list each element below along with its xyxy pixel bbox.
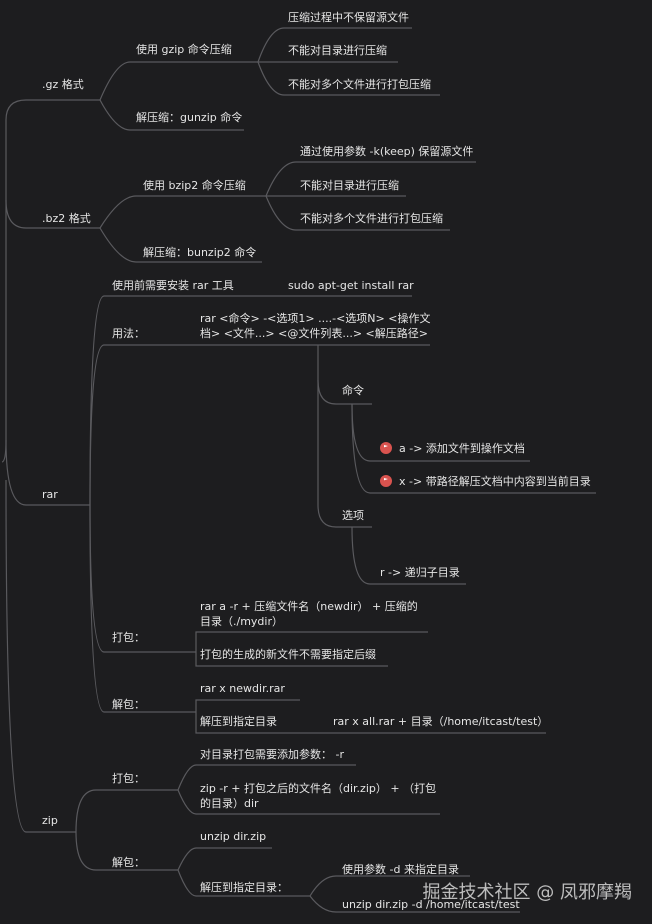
- rar-unpack-to-dir: 解压到指定目录: [200, 715, 277, 728]
- gzip-note-2: 不能对目录进行压缩: [288, 44, 387, 57]
- rar-options-node: 选项: [342, 509, 364, 522]
- gz-format-node: .gz 格式: [42, 78, 84, 91]
- bzip2-note-3: 不能对多个文件进行打包压缩: [300, 212, 443, 225]
- bzip2-note-1: 通过使用参数 -k(keep) 保留源文件: [300, 145, 474, 158]
- rar-option-r: r -> 递归子目录: [380, 566, 460, 579]
- rar-pack-note: 打包的生成的新文件不需要指定后缀: [200, 648, 376, 661]
- gunzip-node: 解压缩：gunzip 命令: [136, 111, 243, 124]
- flag-icon: [380, 475, 392, 487]
- rar-unpack-to-dir-cmd: rar x all.rar + 目录（/home/itcast/test）: [333, 715, 549, 728]
- gzip-compress-node: 使用 gzip 命令压缩: [136, 43, 232, 56]
- zip-unpack-cmd: unzip dir.zip: [200, 830, 267, 843]
- rar-node: rar: [42, 488, 58, 501]
- gzip-note-1: 压缩过程中不保留源文件: [288, 11, 409, 24]
- rar-install-node: 使用前需要安装 rar 工具: [112, 279, 234, 292]
- watermark: 掘金技术社区 @ 凤邪摩羯: [422, 882, 632, 903]
- zip-node: zip: [42, 814, 58, 827]
- bunzip2-node: 解压缩：bunzip2 命令: [143, 246, 257, 259]
- rar-commands-node: 命令: [342, 384, 364, 397]
- flag-icon: [380, 442, 392, 454]
- rar-syntax: rar <命令> -<选项1> ....-<选项N> <操作文档> <文件...…: [200, 312, 431, 340]
- rar-install-cmd: sudo apt-get install rar: [288, 279, 414, 292]
- bzip2-note-2: 不能对目录进行压缩: [300, 179, 399, 192]
- rar-unpack-node: 解包：: [112, 698, 145, 711]
- zip-pack-note: 对目录打包需要添加参数： -r: [200, 748, 344, 761]
- zip-pack-node: 打包：: [112, 772, 145, 785]
- rar-unpack-cmd: rar x newdir.rar: [200, 682, 285, 695]
- bz2-format-node: .bz2 格式: [42, 212, 91, 225]
- rar-cmd-a-text: a -> 添加文件到操作文档: [399, 442, 525, 455]
- zip-unpack-to-dir: 解压到指定目录：: [200, 881, 288, 894]
- zip-unpack-d-cmd: unzip dir.zip -d /home/itcast/test: [342, 898, 520, 911]
- rar-usage-node: 用法：: [112, 327, 145, 340]
- rar-pack-cmd: rar a -r + 压缩文件名（newdir） + 压缩的目录（./mydir…: [200, 600, 418, 628]
- zip-pack-cmd: zip -r + 打包之后的文件名（dir.zip） + （打包的目录）dir: [200, 782, 437, 810]
- rar-pack-node: 打包：: [112, 631, 145, 644]
- rar-cmd-a: a -> 添加文件到操作文档: [380, 441, 525, 456]
- gzip-note-3: 不能对多个文件进行打包压缩: [288, 78, 431, 91]
- zip-unpack-d-note: 使用参数 -d 来指定目录: [342, 863, 459, 876]
- rar-cmd-x-text: x -> 带路径解压文档中内容到当前目录: [399, 475, 591, 488]
- bzip2-compress-node: 使用 bzip2 命令压缩: [143, 179, 246, 192]
- rar-cmd-x: x -> 带路径解压文档中内容到当前目录: [380, 474, 591, 489]
- zip-unpack-node: 解包：: [112, 856, 145, 869]
